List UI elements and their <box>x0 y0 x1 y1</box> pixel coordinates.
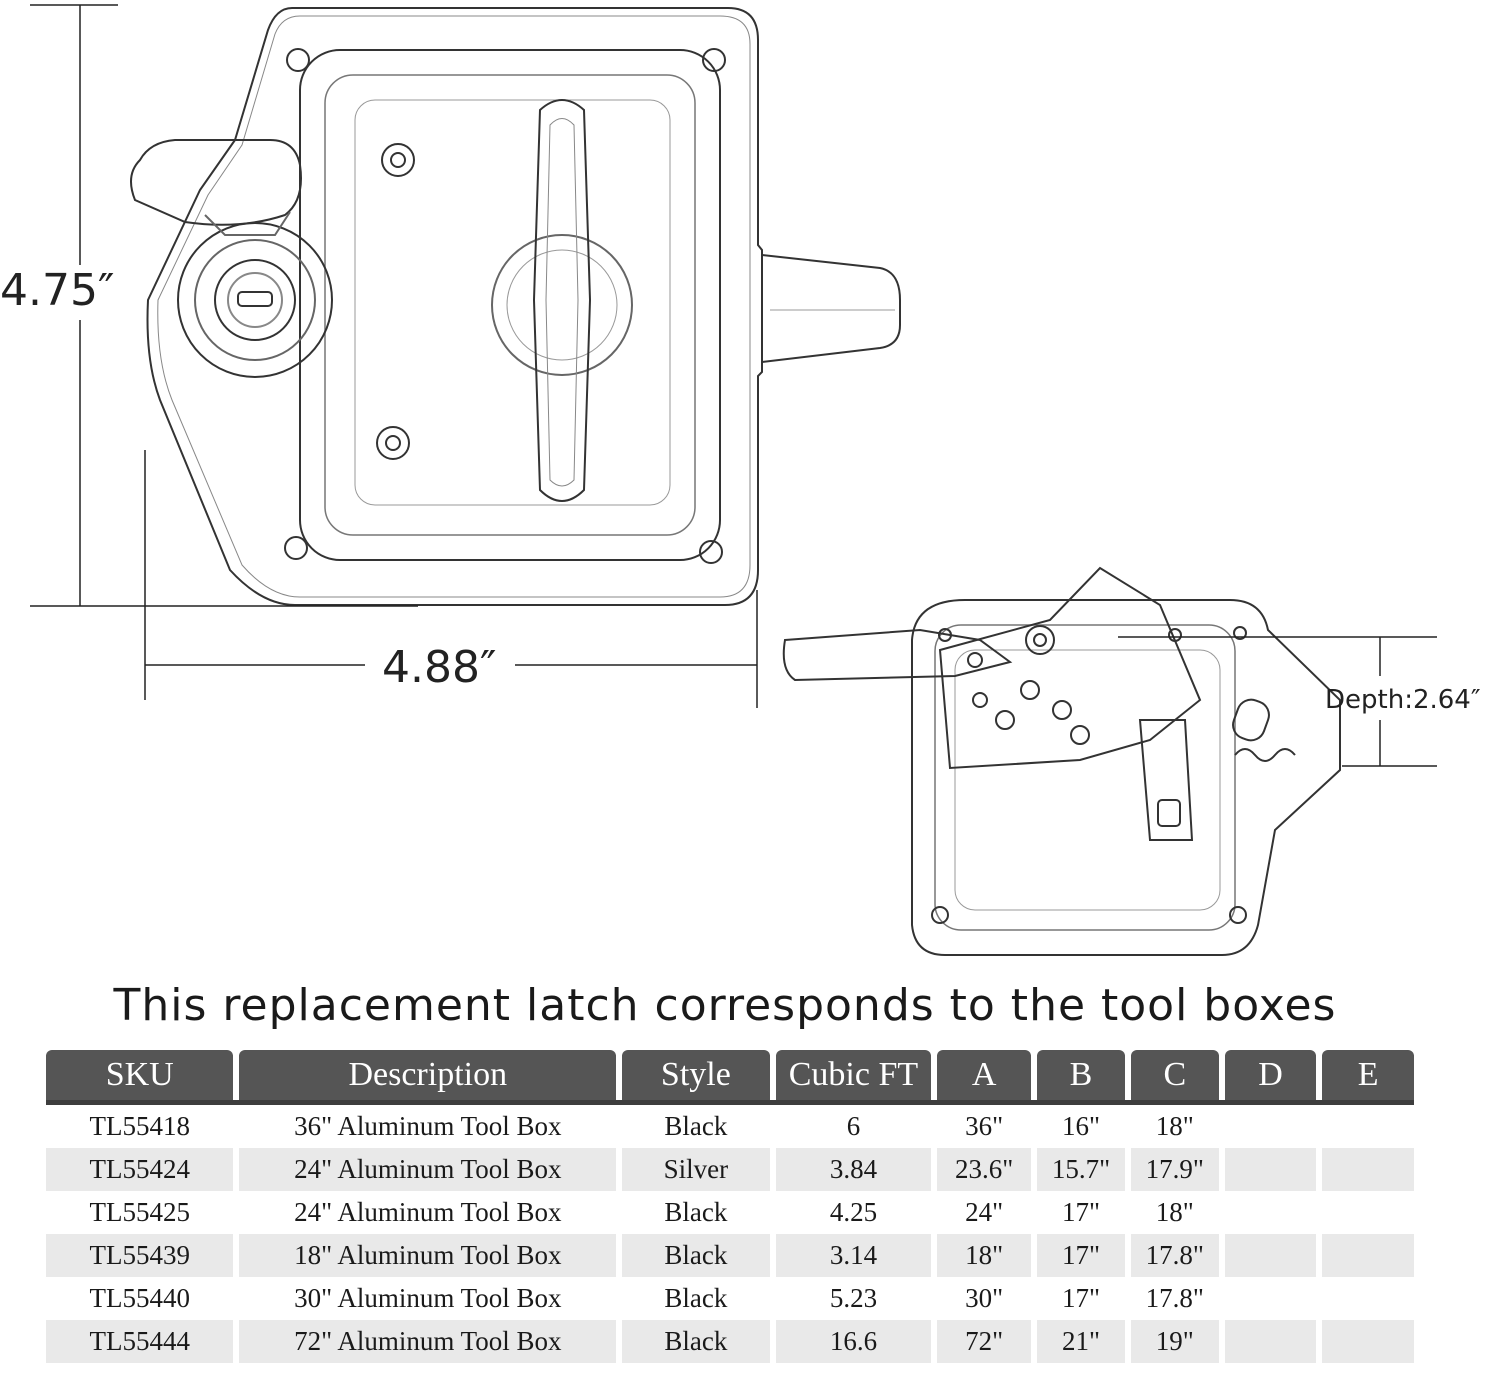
cell-e <box>1322 1234 1414 1277</box>
width-dimension-label: 4.88″ <box>382 642 496 693</box>
cell-d <box>1224 1320 1317 1363</box>
cell-b: 16" <box>1037 1105 1125 1148</box>
cell-a: 30" <box>937 1277 1032 1320</box>
cell-cubic-ft: 3.84 <box>775 1148 932 1191</box>
cell-b: 17" <box>1037 1277 1125 1320</box>
cell-cubic-ft: 3.14 <box>775 1234 932 1277</box>
cell-sku: TL55425 <box>46 1191 234 1234</box>
cell-e <box>1322 1191 1414 1234</box>
cell-c: 18" <box>1130 1191 1219 1234</box>
cell-style: Black <box>622 1320 770 1363</box>
cell-sku: TL55444 <box>46 1320 234 1363</box>
cell-cubic-ft: 6 <box>775 1105 932 1148</box>
cell-c: 17.8" <box>1130 1277 1219 1320</box>
table-row: TL55444 72" Aluminum Tool Box Black 16.6… <box>46 1320 1414 1363</box>
cell-a: 36" <box>937 1105 1032 1148</box>
table-header-row: SKU Description Style Cubic FT A B C D E <box>46 1050 1414 1100</box>
cell-style: Black <box>622 1191 770 1234</box>
header-b: B <box>1037 1050 1125 1100</box>
header-c: C <box>1130 1050 1219 1100</box>
table-row: TL55439 18" Aluminum Tool Box Black 3.14… <box>46 1234 1414 1277</box>
cell-e <box>1322 1105 1414 1148</box>
cell-e <box>1322 1320 1414 1363</box>
cell-style: Black <box>622 1277 770 1320</box>
header-description: Description <box>239 1050 617 1100</box>
header-sku: SKU <box>46 1050 234 1100</box>
cell-sku: TL55440 <box>46 1277 234 1320</box>
cell-description: 72" Aluminum Tool Box <box>239 1320 617 1363</box>
cell-cubic-ft: 4.25 <box>775 1191 932 1234</box>
cell-b: 15.7" <box>1037 1148 1125 1191</box>
cell-style: Black <box>622 1234 770 1277</box>
cell-description: 36" Aluminum Tool Box <box>239 1105 617 1148</box>
cell-description: 18" Aluminum Tool Box <box>239 1234 617 1277</box>
cell-e <box>1322 1148 1414 1191</box>
compatibility-heading: This replacement latch corresponds to th… <box>113 980 1337 1031</box>
header-style: Style <box>622 1050 770 1100</box>
table-row: TL55424 24" Aluminum Tool Box Silver 3.8… <box>46 1148 1414 1191</box>
cell-cubic-ft: 16.6 <box>775 1320 932 1363</box>
dimension-lines <box>30 4 1437 767</box>
table-row: TL55425 24" Aluminum Tool Box Black 4.25… <box>46 1191 1414 1234</box>
cell-d <box>1224 1148 1317 1191</box>
height-dimension-label: 4.75″ <box>0 265 114 316</box>
cell-sku: TL55418 <box>46 1105 234 1148</box>
cell-b: 17" <box>1037 1191 1125 1234</box>
table-row: TL55440 30" Aluminum Tool Box Black 5.23… <box>46 1277 1414 1320</box>
header-e: E <box>1322 1050 1414 1100</box>
cell-description: 24" Aluminum Tool Box <box>239 1148 617 1191</box>
header-d: D <box>1224 1050 1317 1100</box>
table-row: TL55418 36" Aluminum Tool Box Black 6 36… <box>46 1105 1414 1148</box>
latch-dimension-drawing: 4.75″ 4.88″ Depth:2.64″ <box>0 4 1481 956</box>
latch-rear-view <box>782 566 1341 956</box>
header-cubic-ft: Cubic FT <box>775 1050 932 1100</box>
cell-sku: TL55439 <box>46 1234 234 1277</box>
cell-description: 30" Aluminum Tool Box <box>239 1277 617 1320</box>
cell-d <box>1224 1191 1317 1234</box>
cell-c: 18" <box>1130 1105 1219 1148</box>
cell-c: 17.9" <box>1130 1148 1219 1191</box>
cell-sku: TL55424 <box>46 1148 234 1191</box>
latch-front-view <box>130 7 901 606</box>
cell-a: 72" <box>937 1320 1032 1363</box>
header-a: A <box>937 1050 1032 1100</box>
cell-style: Black <box>622 1105 770 1148</box>
cell-c: 19" <box>1130 1320 1219 1363</box>
cell-a: 18" <box>937 1234 1032 1277</box>
cell-d <box>1224 1234 1317 1277</box>
cell-style: Silver <box>622 1148 770 1191</box>
cell-e <box>1322 1277 1414 1320</box>
cell-c: 17.8" <box>1130 1234 1219 1277</box>
cell-b: 17" <box>1037 1234 1125 1277</box>
cell-a: 24" <box>937 1191 1032 1234</box>
cell-d <box>1224 1105 1317 1148</box>
compatibility-table: SKU Description Style Cubic FT A B C D E… <box>40 1050 1420 1363</box>
cell-description: 24" Aluminum Tool Box <box>239 1191 617 1234</box>
cell-cubic-ft: 5.23 <box>775 1277 932 1320</box>
cell-d <box>1224 1277 1317 1320</box>
cell-a: 23.6" <box>937 1148 1032 1191</box>
depth-dimension-label: Depth:2.64″ <box>1325 685 1481 715</box>
header-rule <box>46 1100 1414 1105</box>
cell-b: 21" <box>1037 1320 1125 1363</box>
